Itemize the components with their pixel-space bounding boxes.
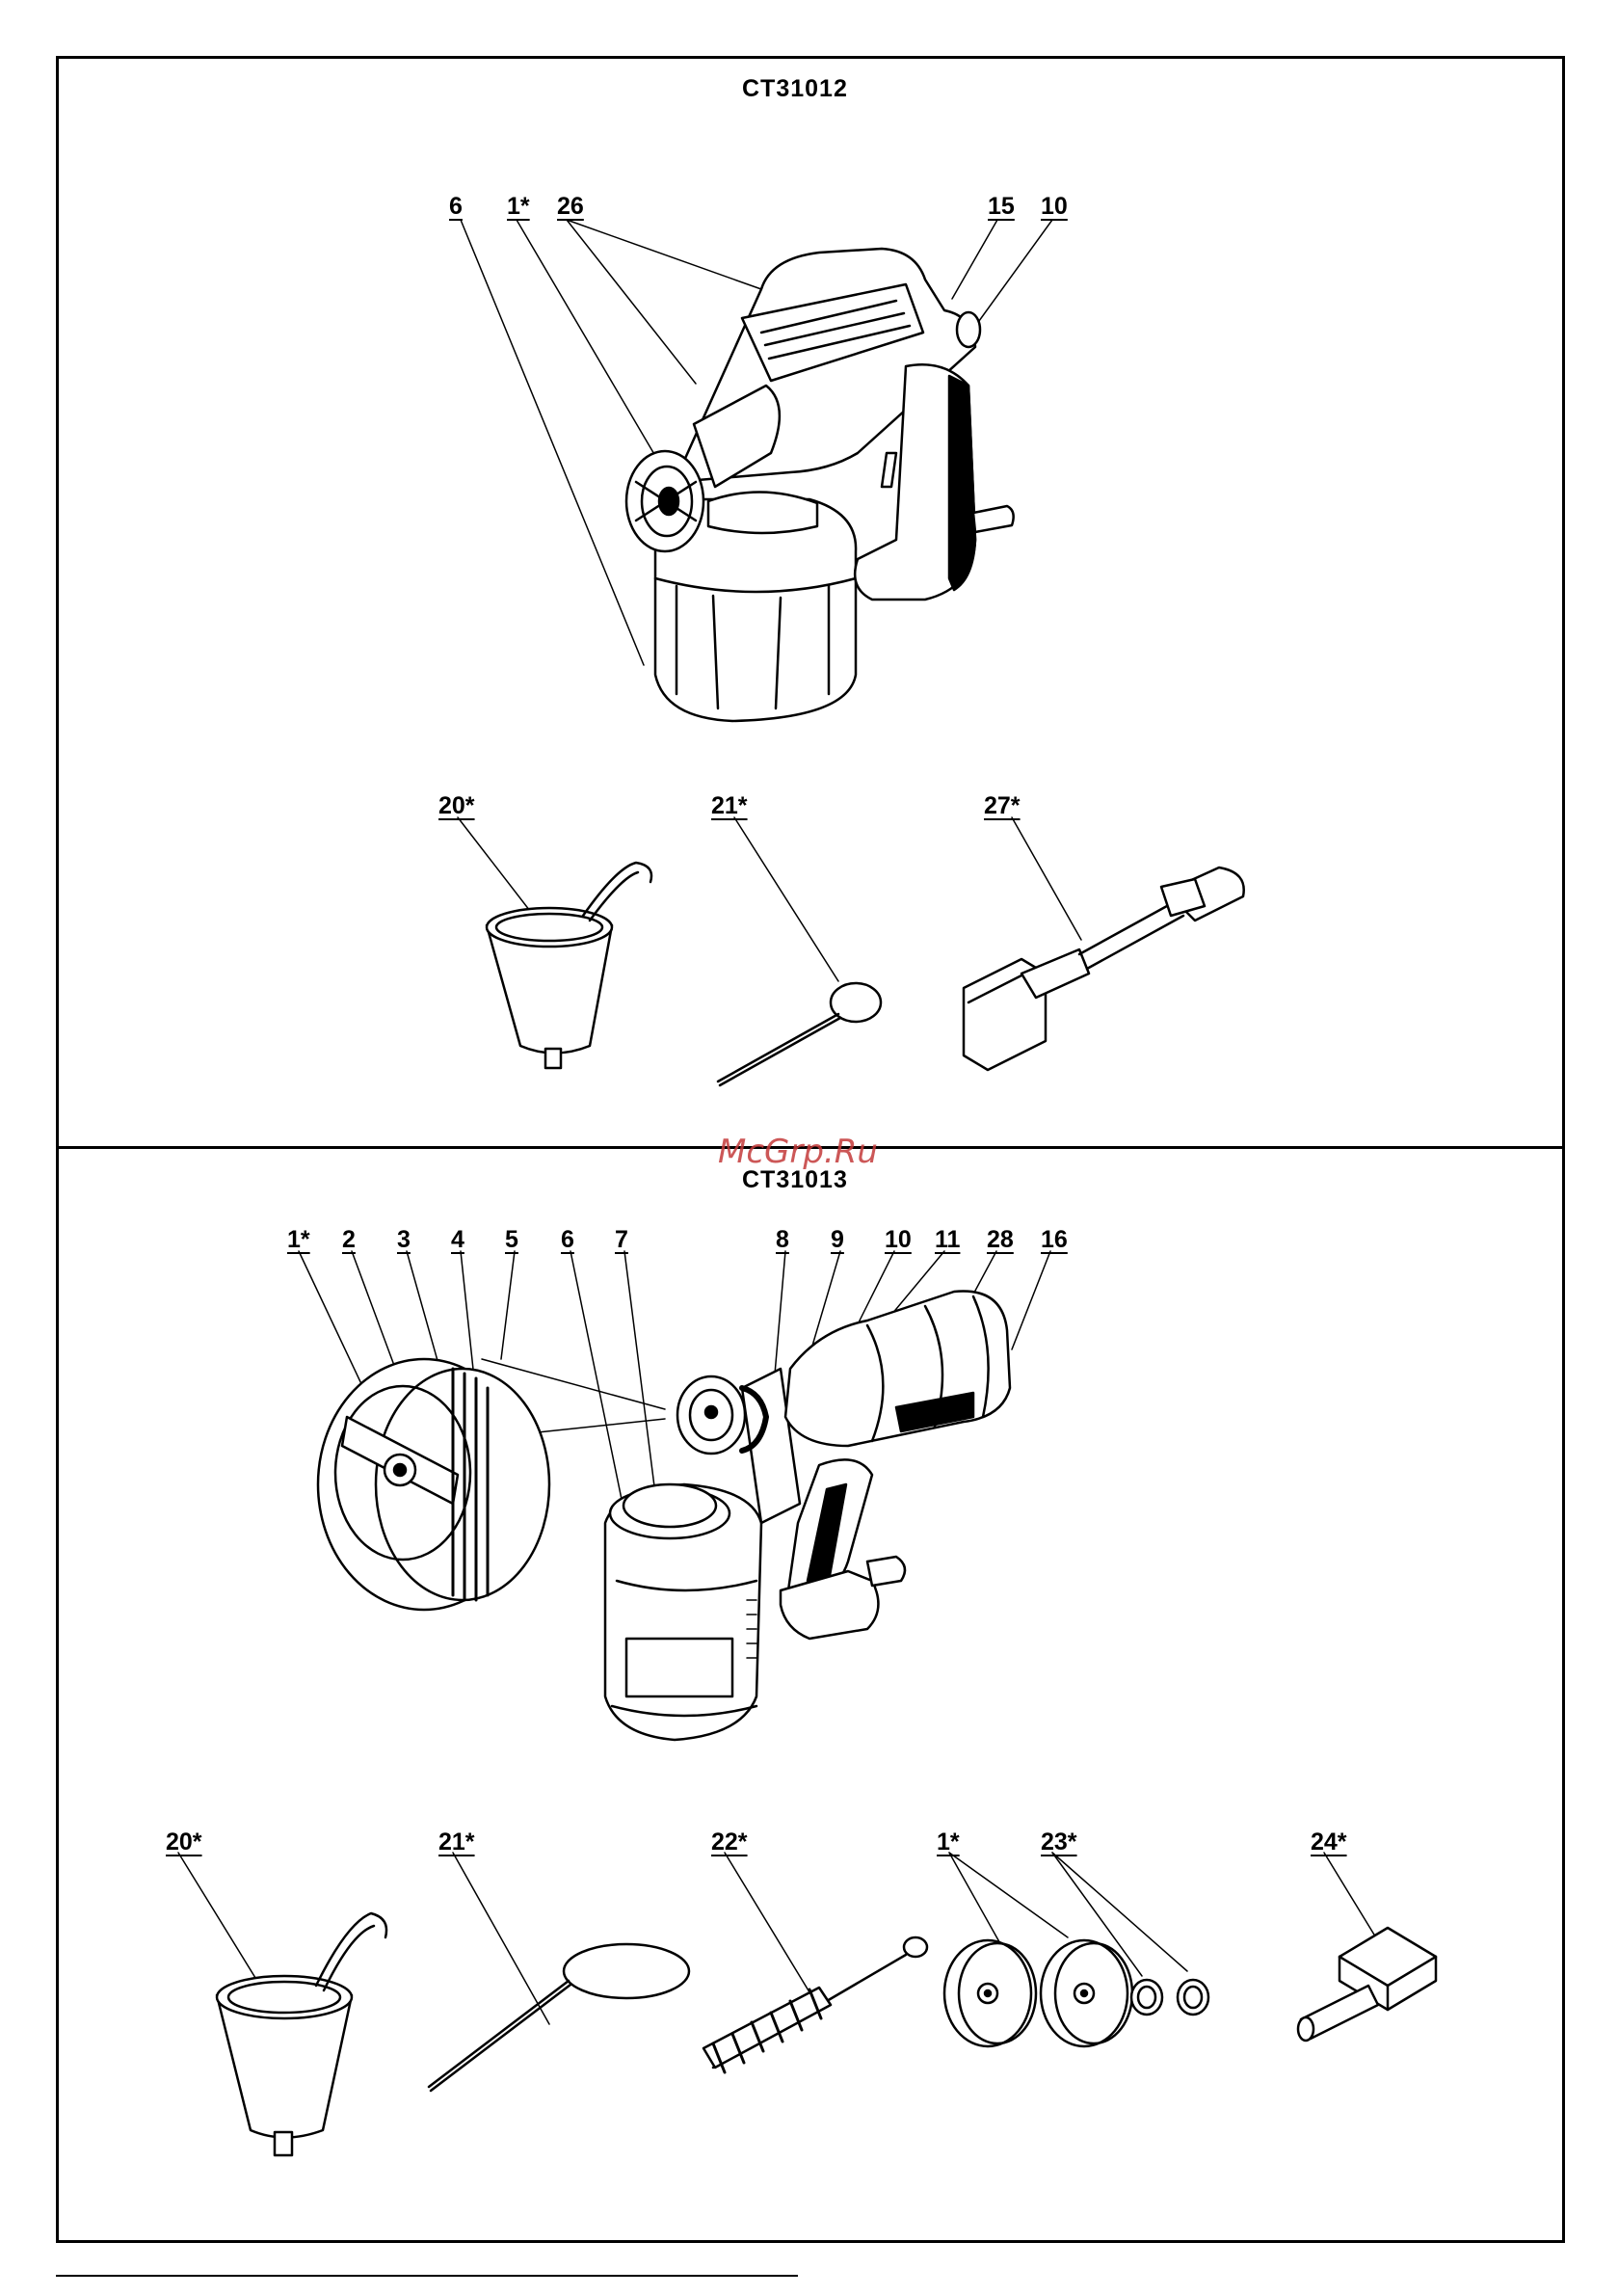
nozzle-detail-drawing [318,1359,549,1610]
cleaning-brush-drawing [703,1937,927,2072]
sealing-rings-drawing [1131,1980,1208,2015]
cleaning-needle-drawing [429,1944,689,2091]
spray-gun-ct31013-drawing [605,1292,1010,1741]
leader-lines-bottom [178,1251,1388,2024]
extension-nozzle-drawing [964,868,1244,1070]
spray-gun-ct31012-drawing [626,249,1014,721]
spare-nozzle-drawing [944,1940,1132,2046]
paint-cup-drawing [487,863,651,1068]
cleaning-needle-drawing [718,983,881,1085]
nozzle-key-drawing [1298,1928,1436,2041]
paint-cup-drawing [217,1913,386,2155]
bottom-rule [56,2275,798,2277]
